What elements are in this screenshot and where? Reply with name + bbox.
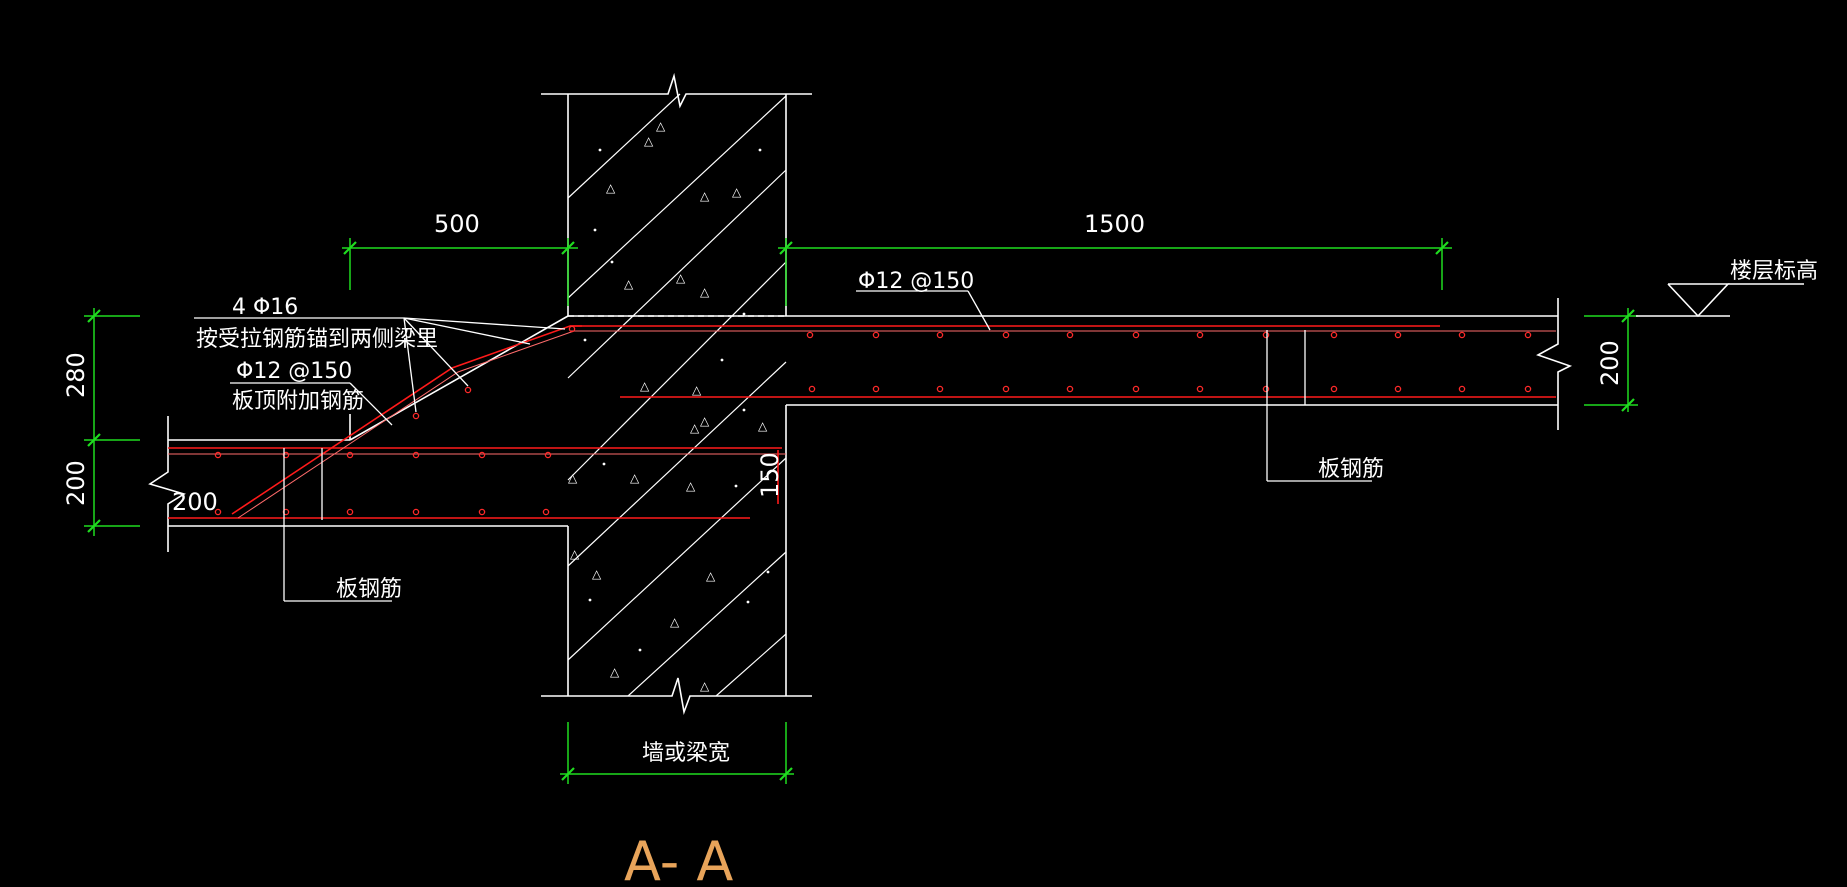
concrete-aggregate: △ △ △ △ △ △ △ △ △ △ △ △ △ △ △ △ △ △ △ △ … [568,119,770,693]
dim-label-200-inner: 200 [172,488,218,516]
right-slab-outline [568,298,1573,430]
svg-text:△: △ [640,379,650,393]
svg-text:△: △ [570,547,580,561]
rebar-dots [214,325,1532,516]
floor-elevation-symbol [1636,283,1804,318]
svg-text:△: △ [630,471,640,485]
svg-text:△: △ [592,567,602,581]
dim-right-vertical [1584,308,1638,412]
leader-lines [194,290,1372,602]
slab-rebar-left-label: 板钢筋 [336,577,402,602]
svg-text:△: △ [692,383,702,397]
svg-text:△: △ [732,185,742,199]
dim-label-280: 280 [62,352,90,398]
dim-label-1500: 1500 [1084,210,1145,238]
svg-text:△: △ [624,277,634,291]
svg-text:△: △ [700,679,710,693]
section-title: A- A [624,830,733,887]
svg-text:△: △ [700,189,710,203]
svg-text:△: △ [606,181,616,195]
svg-text:△: △ [568,471,578,485]
dim-label-200-right: 200 [1596,340,1624,386]
rebar-right-slab-label: Φ12 @150 [858,269,974,294]
drawing-text: 500 1500 280 200 200 200 150 墙或梁宽 4 Φ16 … [62,210,1818,887]
svg-text:△: △ [644,134,654,148]
wall-width-label: 墙或梁宽 [642,741,730,766]
floor-elevation-label: 楼层标高 [1730,259,1818,284]
anchor-note-label: 按受拉钢筋锚到两侧梁里 [196,327,438,352]
dim-1500 [778,238,1452,306]
svg-text:△: △ [610,665,620,679]
rebar-4phi16-label: 4 Φ16 [232,295,298,320]
svg-text:△: △ [700,285,710,299]
dim-wall-width [560,722,794,784]
rebar-left-slab-label: Φ12 @150 [236,359,352,384]
dim-label-150: 150 [756,452,784,498]
dim-left-vertical [84,308,140,536]
dim-500 [342,238,578,306]
svg-text:△: △ [758,419,768,433]
svg-text:△: △ [700,414,710,428]
svg-text:△: △ [686,479,696,493]
left-slab-outline [148,315,569,552]
additional-top-rebar-label: 板顶附加钢筋 [232,389,364,414]
svg-text:△: △ [690,421,700,435]
slab-rebar-right-label: 板钢筋 [1318,457,1384,482]
dim-label-500: 500 [434,210,480,238]
wall-hatch [567,93,787,697]
svg-text:△: △ [706,569,716,583]
rebar-lines [168,325,1556,519]
dim-label-200-left: 200 [62,460,90,506]
svg-text:△: △ [670,615,680,629]
svg-text:△: △ [656,119,666,133]
svg-text:△: △ [676,271,686,285]
